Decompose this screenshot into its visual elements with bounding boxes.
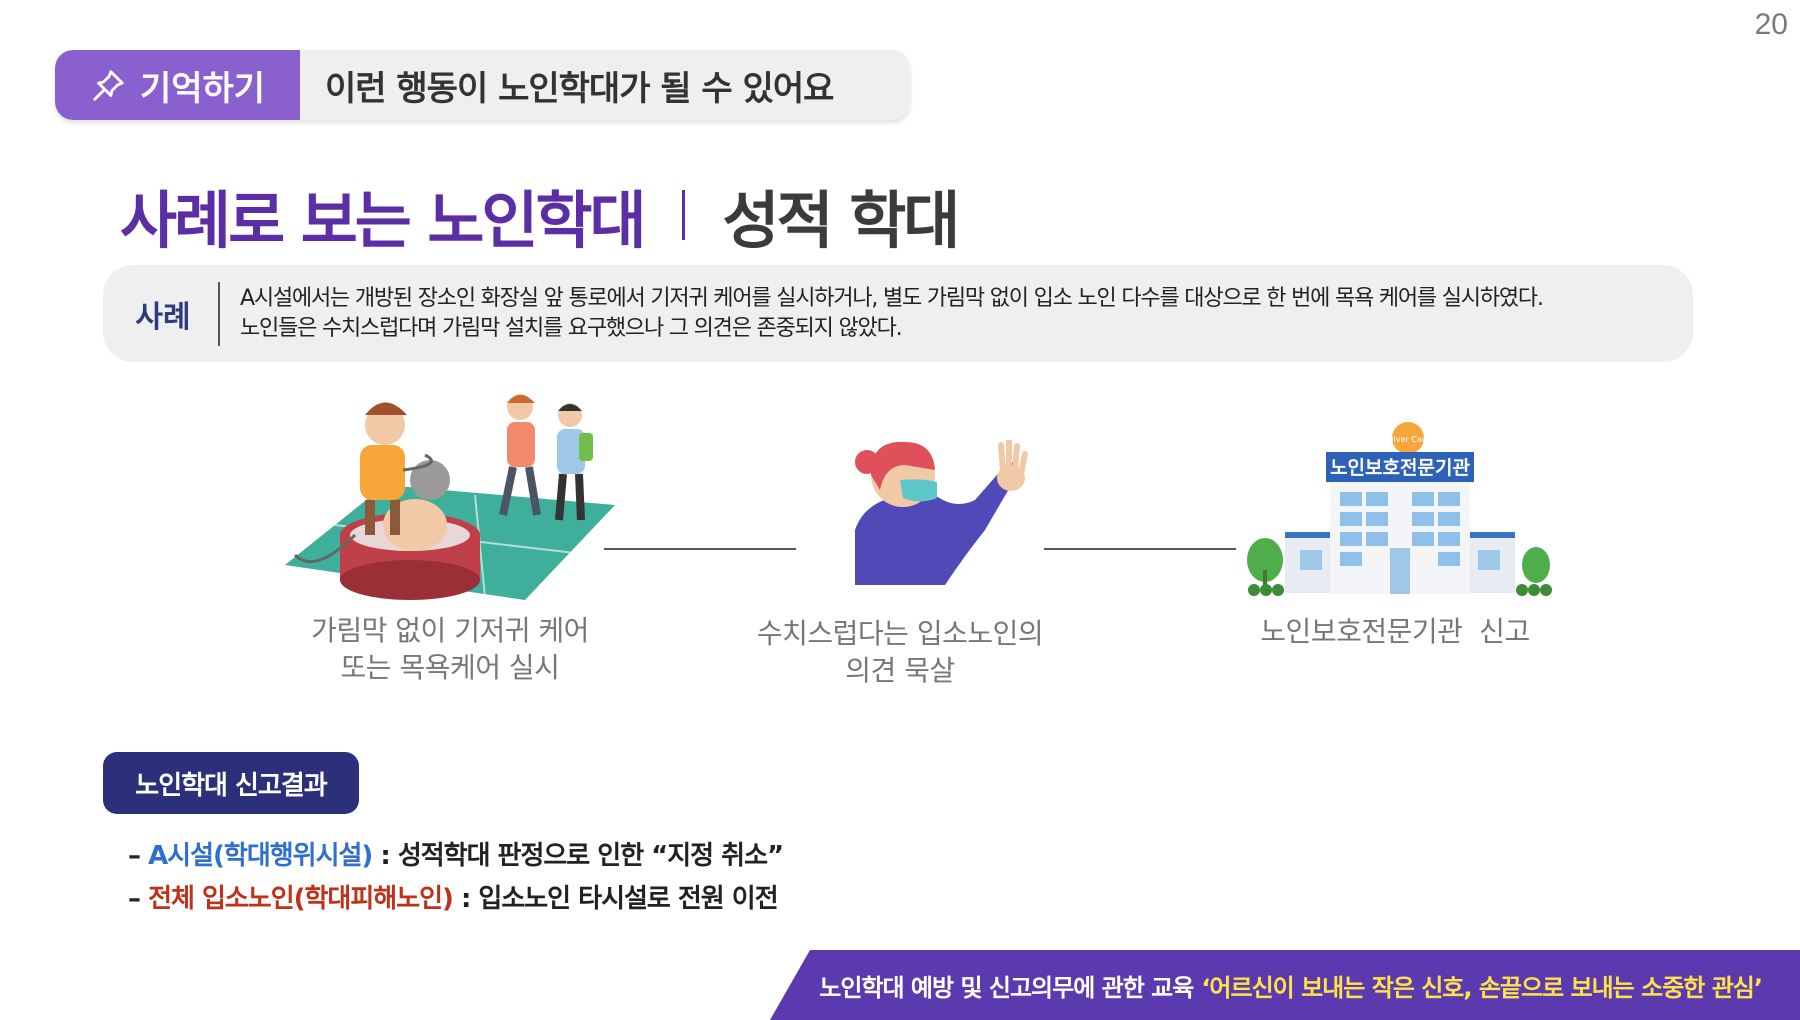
- result-item-facility: – A시설(학대행위시설) : 성적학대 판정으로 인한 “지정 취소”: [128, 841, 784, 871]
- agency-building-illustration: Silver Care 노인보호전문기관: [1240, 420, 1560, 600]
- remember-tag-label: 기억하기: [139, 68, 266, 109]
- step-label-1: 가림막 없이 기저귀 케어 또는 목욕케어 실시: [311, 614, 589, 684]
- footer-banner: 노인학대 예방 및 신고의무에 관한 교육 ‘어르신이 보내는 작은 신호, 손…: [770, 950, 1800, 1020]
- agency-sign-text: 노인보호전문기관: [1330, 457, 1470, 479]
- case-box: 사례 A시설에서는 개방된 장소인 화장실 앞 통로에서 기저귀 케어를 실시하…: [103, 265, 1693, 362]
- case-label: 사례: [135, 299, 191, 335]
- connector-line-1: [604, 548, 796, 550]
- case-divider: [218, 281, 220, 346]
- report-result-badge: 노인학대 신고결과: [103, 752, 359, 814]
- result-item-facility-highlight: A시설(학대행위시설): [148, 841, 373, 871]
- agency-logo-text: Silver Care: [1386, 435, 1430, 444]
- case-text-line-2: 노인들은 수치스럽다며 가림막 설치를 요구했으나 그 의견은 존중되지 않았다…: [240, 315, 903, 341]
- pin-icon: [93, 70, 124, 101]
- footer-slogan: ‘어르신이 보내는 작은 신호, 손끝으로 보내는 소중한 관심’: [1201, 973, 1763, 1002]
- title-sub: 성적 학대: [722, 184, 961, 257]
- step-label-2: 수치스럽다는 입소노인의 의견 묵살: [756, 617, 1044, 687]
- connector-line-2: [1044, 548, 1236, 550]
- banner-text: 이런 행동이 노인학대가 될 수 있어요: [325, 68, 834, 109]
- result-item-facility-text: : 성적학대 판정으로 인한 “지정 취소”: [372, 841, 784, 871]
- title-main: 사례로 보는 노인학대: [120, 184, 647, 257]
- step-label-3: 노인보호전문기관 신고: [1260, 615, 1530, 648]
- result-item-residents-highlight: 전체 입소노인(학대피해노인): [148, 884, 454, 914]
- remember-tag: 기억하기: [55, 50, 300, 120]
- result-item-residents: – 전체 입소노인(학대피해노인) : 입소노인 타시설로 전원 이전: [128, 884, 779, 914]
- page-title: 사례로 보는 노인학대 성적 학대: [120, 170, 961, 260]
- footer-text: 노인학대 예방 및 신고의무에 관한 교육: [819, 973, 1194, 1002]
- refusal-illustration: [845, 440, 1035, 585]
- result-item-residents-text: : 입소노인 타시설로 전원 이전: [452, 884, 779, 914]
- section-banner: 기억하기 이런 행동이 노인학대가 될 수 있어요: [55, 50, 910, 120]
- bathing-illustration: [275, 385, 625, 610]
- page-number: 20: [1754, 8, 1788, 41]
- case-text: A시설에서는 개방된 장소인 화장실 앞 통로에서 기저귀 케어를 실시하거나,…: [240, 284, 1544, 344]
- title-separator: [681, 190, 685, 240]
- case-text-line-1: A시설에서는 개방된 장소인 화장실 앞 통로에서 기저귀 케어를 실시하거나,…: [240, 285, 1544, 311]
